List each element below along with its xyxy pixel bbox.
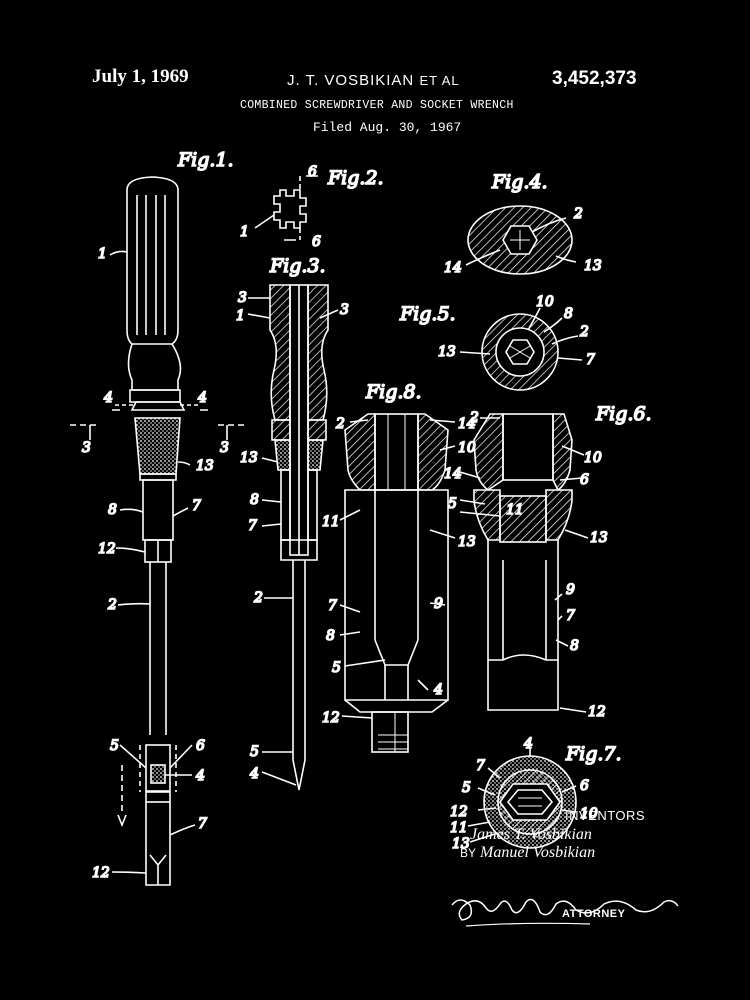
fig1-label: 7	[192, 498, 201, 514]
fig6-caption: Fig.6.	[595, 403, 652, 425]
fig8-label: 2	[335, 416, 345, 432]
fig8-label: 10	[458, 440, 476, 456]
fig3-label: 13	[240, 450, 258, 466]
fig8-caption: Fig.8.	[365, 381, 422, 403]
fig3-label: 2	[253, 590, 263, 606]
fig8-label: 8	[326, 628, 335, 644]
fig7-label: 6	[580, 778, 589, 794]
fig7-label: 5	[462, 780, 471, 796]
et-al-text: ET AL	[419, 73, 460, 88]
fig5-label: 8	[564, 306, 573, 322]
fig6-label: 5	[448, 496, 457, 512]
patent-number: 3,452,373	[552, 68, 637, 89]
inventor-name-text: J. T. VOSBIKIAN	[287, 72, 415, 89]
fig3-label: 1	[236, 308, 245, 324]
fig1-label: 4	[103, 390, 113, 406]
fig8-label: 13	[458, 534, 476, 550]
figure-6: Fig.6. 2 10 14 6 5 11 13 9 7 8 12	[443, 402, 652, 721]
fig8-label: 14	[458, 416, 476, 432]
fig6-label: 6	[580, 472, 589, 488]
by-label: BY	[460, 846, 477, 860]
handle-grip	[126, 176, 179, 345]
figure-4: Fig.4. 2 14 13	[443, 170, 603, 277]
figure-2: Fig.2. 6 1 6	[239, 163, 384, 251]
attorney-signature	[451, 898, 679, 921]
fig2-caption: Fig.2.	[327, 167, 384, 189]
figure-3: Fig.3. 3 1 3 13 8 7 2 5 4	[235, 254, 350, 791]
fig8-label: 7	[328, 598, 337, 614]
fig1-label: 3	[82, 440, 91, 456]
fig4-label: 14	[444, 260, 462, 276]
fig6-label: 2	[469, 410, 479, 426]
inventor-1-signature: James T. Vosbikian	[470, 826, 592, 843]
fig5-caption: Fig.5.	[399, 303, 456, 325]
fig7-label: 10	[580, 806, 598, 822]
fig6-label: 14	[444, 466, 462, 482]
fig1-label: 2	[107, 597, 117, 613]
fig1-labels: 1 4 4 3 3 13 8 7 12 2 5 6 4 7 12	[81, 245, 230, 882]
fig1-label: 1	[98, 246, 107, 262]
inventor-2-name: Manuel Vosbikian	[480, 844, 596, 861]
fig1-label: 7	[198, 816, 207, 832]
fig8-label: 4	[433, 682, 443, 698]
fig1-label: 5	[110, 738, 119, 754]
fig5-label: 2	[579, 324, 589, 340]
fig2-label: 6	[308, 164, 317, 180]
fig8-label: 5	[332, 660, 341, 676]
fig6-label: 13	[590, 530, 608, 546]
fig3-label: 7	[248, 518, 257, 534]
fig4-caption: Fig.4.	[491, 171, 548, 193]
fig8-label: 12	[322, 710, 340, 726]
fig1-label: 8	[108, 502, 117, 518]
fig2-label: 6	[312, 234, 321, 250]
fig5-label: 13	[438, 344, 456, 360]
fig6-label: 7	[566, 608, 575, 624]
inventors-heading: INVENTORS	[565, 808, 646, 823]
fig3-label: 5	[250, 744, 259, 760]
fig4-label: 13	[584, 258, 602, 274]
inventor-name: J. T. VOSBIKIAN ET AL	[287, 72, 460, 89]
fig7-label: 12	[450, 804, 468, 820]
fig1-label: 3	[220, 440, 229, 456]
attorney-label: ATTORNEY	[562, 908, 626, 920]
fig6-label: 12	[588, 704, 606, 720]
knurled-sleeve	[134, 417, 181, 475]
fig8-label: 9	[434, 596, 443, 612]
patent-date: July 1, 1969	[92, 66, 189, 87]
fig3-label: 3	[238, 290, 247, 306]
fig1-label: 4	[197, 390, 207, 406]
fig7-label: 13	[452, 836, 470, 852]
filed-date: Filed Aug. 30, 1967	[313, 120, 462, 135]
fig1-label: 6	[196, 738, 205, 754]
fig7-label: 11	[450, 820, 468, 836]
fig7-label: 4	[523, 736, 533, 752]
fig3-label: 4	[249, 766, 259, 782]
fig6-label: 10	[584, 450, 602, 466]
figure-5: Fig.5. 10 8 2 13 7	[398, 293, 596, 391]
figure-8: Fig.8. 2 14 10 11 13 7 9 8 5 4	[321, 380, 477, 753]
fig7-label: 7	[476, 758, 485, 774]
fig8-label: 11	[322, 514, 340, 530]
fig1-label: 13	[196, 458, 214, 474]
patent-title: COMBINED SCREWDRIVER AND SOCKET WRENCH	[240, 99, 514, 112]
fig7-caption: Fig.7.	[565, 743, 622, 765]
figure-1: Fig.1.	[70, 148, 245, 886]
fig1-label: 4	[195, 768, 205, 784]
fig1-label: 12	[98, 541, 116, 557]
fig6-label: 9	[566, 582, 575, 598]
fig3-label: 8	[250, 492, 259, 508]
fig5-label: 7	[586, 352, 595, 368]
fig2-label: 1	[240, 224, 249, 240]
fig3-caption: Fig.3.	[269, 255, 326, 277]
fig1-caption: Fig.1.	[177, 149, 234, 171]
figure-7: Fig.7. 4 7 6 5 12 10 11 13	[449, 735, 622, 853]
fig1-label: 12	[92, 865, 110, 881]
fig4-label: 2	[573, 206, 583, 222]
fig5-label: 10	[536, 294, 554, 310]
fig6-label: 8	[570, 638, 579, 654]
fig3-label: 3	[340, 302, 349, 318]
fig6-label: 11	[506, 502, 524, 518]
